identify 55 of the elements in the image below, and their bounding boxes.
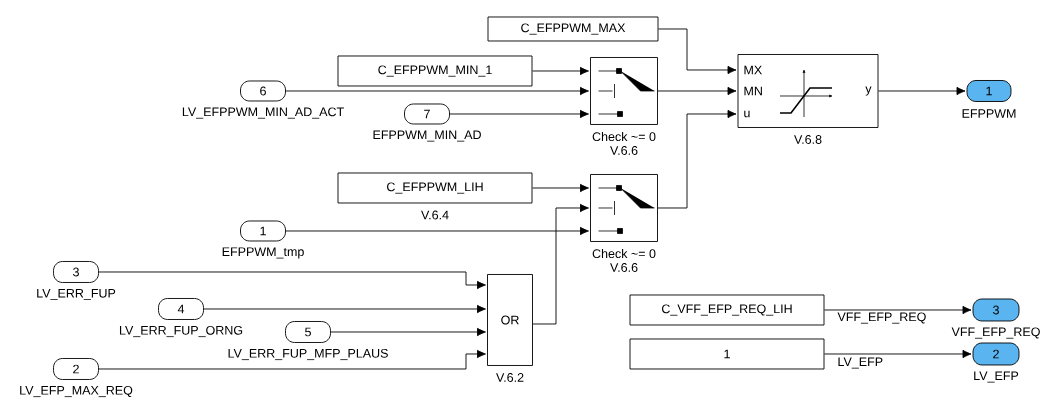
- signal-arrow: [532, 183, 589, 193]
- constant-block: 1: [629, 338, 825, 370]
- block-caption: V.6.8: [794, 135, 822, 144]
- outport-block: 2: [972, 342, 1020, 366]
- inport-block: 6: [240, 80, 286, 102]
- port-label: y: [865, 86, 872, 96]
- block-caption: V.6.2: [496, 373, 524, 382]
- signal-arrow: [657, 109, 737, 209]
- inport-block: 5: [285, 321, 331, 343]
- block-caption: LV_ERR_FUP_MFP_PLAUS: [228, 348, 388, 361]
- signal-arrow: [98, 349, 486, 370]
- outport-block: 3: [972, 298, 1020, 322]
- signal-label: VFF_EFP_REQ: [836, 311, 928, 325]
- signal-arrow: [532, 203, 589, 325]
- block-caption: Check ~= 0: [592, 131, 656, 142]
- inport-block: 7: [404, 103, 450, 125]
- block-caption: V.6.6: [610, 263, 638, 272]
- signal-arrow: [824, 305, 972, 315]
- block-caption: LV_ERR_FUP: [37, 288, 116, 301]
- block-caption: LV_EFP_MAX_REQ: [20, 385, 133, 398]
- logic-block: OR: [487, 274, 533, 366]
- signal-arrow: [449, 109, 589, 119]
- block-caption: VFF_EFP_REQ: [951, 327, 1040, 339]
- signal-arrow: [285, 226, 589, 236]
- block-caption: V.6.6: [610, 146, 638, 155]
- port-label: MX: [744, 65, 762, 75]
- signal-label: LV_EFP: [836, 356, 885, 370]
- block-caption: Check ~= 0: [592, 248, 656, 259]
- signal-arrow: [98, 271, 486, 290]
- block-caption: V.6.4: [421, 210, 449, 220]
- constant-block: C_EFPPWM_MAX: [487, 16, 659, 42]
- block-caption: EFPPWM_tmp: [222, 247, 304, 259]
- port-label: u: [744, 110, 750, 118]
- signal-arrow: [657, 86, 737, 96]
- outport-block: 1: [966, 80, 1012, 102]
- block-caption: EFPPWM: [962, 109, 1016, 118]
- signal-arrow: [658, 28, 737, 75]
- signal-arrow: [878, 86, 966, 96]
- constant-block: C_EFPPWM_MIN_1: [337, 55, 533, 87]
- block-caption: LV_ERR_FUP_ORNG: [120, 325, 243, 338]
- signal-arrow: [330, 327, 486, 337]
- port-label: MN: [744, 86, 762, 96]
- inport-block: 2: [53, 358, 99, 380]
- signal-arrow: [824, 349, 972, 359]
- block-caption: LV_EFP: [974, 371, 1019, 383]
- signal-arrow: [203, 304, 486, 314]
- inport-block: 3: [53, 261, 99, 283]
- block-caption: LV_EFPPWM_MIN_AD_ACT: [182, 107, 344, 119]
- signal-arrow: [532, 66, 589, 76]
- inport-block: 4: [158, 298, 204, 320]
- constant-block: C_EFPPWM_LIH: [337, 172, 533, 204]
- constant-block: C_VFF_EFP_REQ_LIH: [629, 294, 825, 326]
- block-caption: EFPPWM_MIN_AD: [373, 130, 481, 142]
- signal-arrow: [285, 86, 589, 96]
- inport-block: 1: [240, 220, 286, 242]
